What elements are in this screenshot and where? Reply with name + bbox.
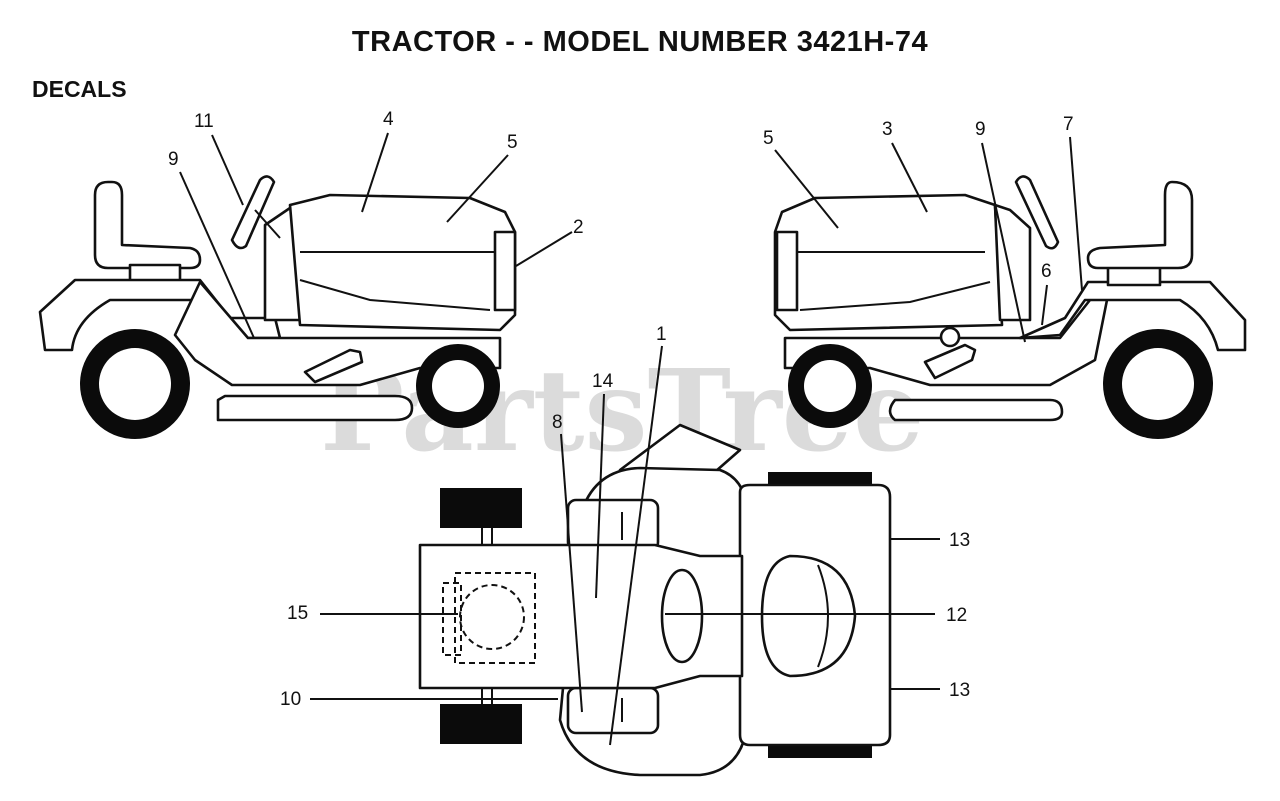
rear-hub	[99, 348, 171, 420]
headlight	[775, 230, 799, 312]
hood-line-2	[299, 279, 491, 311]
rear-fender	[1018, 280, 1247, 352]
callout-4: 4	[383, 109, 394, 130]
callout-12: 12	[946, 605, 967, 626]
rear-tire-top	[440, 488, 522, 528]
rear-tire-bottom	[440, 704, 522, 744]
hood-line-2	[799, 281, 991, 311]
callout-9: 9	[975, 119, 986, 140]
seat	[1086, 180, 1194, 270]
headlight	[493, 230, 517, 312]
steering-wheel	[1014, 175, 1060, 250]
steering-wheel	[230, 175, 276, 250]
callout-13-top: 13	[949, 530, 970, 551]
callout-3: 3	[882, 119, 893, 140]
right-side-view: 5 3 9 7 6	[763, 114, 1247, 439]
dash-tower	[993, 203, 1032, 322]
callout-5: 5	[763, 128, 774, 149]
front-hub	[804, 360, 856, 412]
mower-deck	[888, 398, 1064, 422]
lever-knob	[939, 326, 961, 348]
steering-hub	[660, 568, 704, 664]
callout-11: 11	[194, 111, 214, 132]
seat-outline-back	[442, 582, 462, 656]
seat-outline	[454, 572, 536, 664]
top-view: 1 14 8 13 15 12 10 13	[280, 324, 970, 777]
callout-10: 10	[280, 689, 301, 710]
seat-circle	[459, 584, 525, 650]
seat	[93, 180, 202, 270]
hood-dome	[760, 554, 857, 678]
fender-top	[566, 498, 660, 552]
deck-lever	[303, 348, 364, 384]
callout-7: 7	[1063, 114, 1074, 135]
page-title: TRACTOR - - MODEL NUMBER 3421H-74	[351, 26, 929, 58]
frame	[173, 280, 502, 387]
callout-5: 5	[507, 132, 518, 153]
callout-8: 8	[552, 412, 563, 433]
rear-fender	[38, 278, 282, 352]
deck-lever	[923, 343, 977, 380]
hood-dome-edge	[817, 564, 829, 668]
section-label: DECALS	[32, 76, 127, 102]
callout-6: 6	[1041, 261, 1052, 282]
callout-15: 15	[287, 603, 308, 624]
callout-14: 14	[592, 371, 614, 392]
mower-deck	[216, 394, 414, 422]
callout-2: 2	[573, 217, 584, 238]
body-top	[418, 543, 744, 690]
steering-column	[254, 209, 281, 239]
callout-13-bottom: 13	[949, 680, 970, 701]
callout-1: 1	[656, 324, 667, 345]
callout-9: 9	[168, 149, 179, 170]
left-side-view: 11 4 5 9 2	[38, 109, 584, 439]
rear-hub	[1122, 348, 1194, 420]
front-hub	[432, 360, 484, 412]
